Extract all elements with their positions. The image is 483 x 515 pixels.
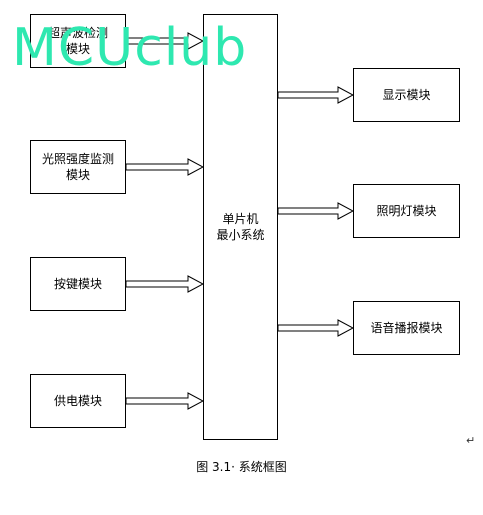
arrow-ultrasonic-to-mcu	[126, 32, 204, 50]
ultrasonic-module-label-2: 模块	[65, 42, 90, 56]
key-module-label: 按键模块	[53, 277, 102, 291]
lighting-module-label: 照明灯模块	[376, 204, 437, 218]
voice-module-box: 语音播报模块	[353, 301, 460, 355]
display-module-box: 显示模块	[353, 68, 460, 122]
arrow-mcu-to-display	[278, 86, 354, 104]
lighting-module-box: 照明灯模块	[353, 184, 460, 238]
light-sensor-module-label-2: 模块	[65, 168, 90, 182]
mcu-label-2: 最小系统	[216, 228, 265, 242]
arrow-mcu-to-lighting	[278, 202, 354, 220]
power-module-box: 供电模块	[30, 374, 126, 428]
figure-caption: 图 3.1· 系统框图	[196, 460, 287, 474]
light-sensor-module-box: 光照强度监测 模块	[30, 140, 126, 194]
ultrasonic-module-box: 超声波检测 模块	[30, 14, 126, 68]
arrow-light-sensor-to-mcu	[126, 158, 204, 176]
watermark-logo: MCUclub	[12, 18, 248, 78]
ultrasonic-module-label-1: 超声波检测	[47, 26, 108, 40]
arrow-keys-to-mcu	[126, 275, 204, 293]
power-module-label: 供电模块	[53, 394, 102, 408]
key-module-box: 按键模块	[30, 257, 126, 311]
paragraph-mark: ↵	[466, 434, 476, 447]
light-sensor-module-label-1: 光照强度监测	[41, 152, 114, 166]
mcu-label-1: 单片机	[222, 212, 259, 226]
mcu-system-box: 单片机 最小系统	[203, 14, 278, 440]
display-module-label: 显示模块	[382, 88, 431, 102]
arrow-mcu-to-voice	[278, 319, 354, 337]
arrow-power-to-mcu	[126, 392, 204, 410]
voice-module-label: 语音播报模块	[370, 321, 443, 335]
